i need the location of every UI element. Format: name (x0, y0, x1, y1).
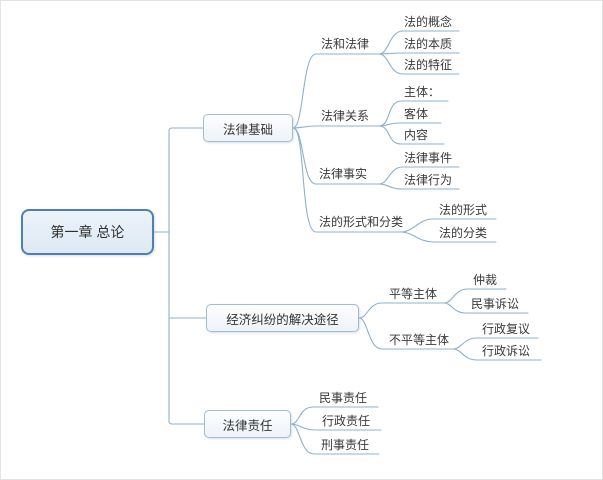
leaf-content[interactable]: 内容 (404, 128, 429, 142)
edge-admin-litigation (452, 348, 542, 361)
leaf-concept-of-law[interactable]: 法的概念 (404, 15, 453, 29)
edge-concept-of-law (378, 30, 460, 55)
edge-civil-litigation (443, 302, 529, 314)
subtopic-law-and-legislation[interactable]: 法和法律 (321, 37, 370, 51)
leaf-legal-acts[interactable]: 法律行为 (404, 173, 453, 187)
edge-features-of-law (378, 53, 460, 75)
trunk-lines (153, 127, 207, 425)
edge-object (378, 122, 442, 127)
edge-unequal-subjects (358, 317, 454, 350)
subtopic-legal-relations[interactable]: 法律关系 (321, 109, 370, 123)
subtopic-unequal-subjects[interactable]: 不平等主体 (389, 333, 450, 347)
subtopic-forms-and-classification[interactable]: 法的形式和分类 (319, 215, 404, 229)
topic-legal-liability[interactable]: 法律责任 (204, 410, 291, 438)
subtopic-equal-subjects[interactable]: 平等主体 (389, 287, 438, 301)
leaf-administrative-litigation[interactable]: 行政诉讼 (482, 344, 531, 358)
legal-basics-edges (292, 30, 497, 243)
leaf-forms-of-law[interactable]: 法的形式 (439, 203, 488, 217)
edge-arbitration (443, 288, 507, 304)
topic-legal-basics[interactable]: 法律基础 (203, 114, 293, 142)
subtopic-legal-facts[interactable]: 法律事实 (319, 167, 368, 181)
leaf-subject[interactable]: 主体： (404, 85, 441, 99)
edge-trunk (168, 127, 205, 425)
leaf-legal-events[interactable]: 法律事件 (404, 151, 453, 165)
edge-legal-relations (292, 125, 380, 129)
leaf-civil-liability[interactable]: 民事责任 (319, 391, 368, 405)
edge-forms-of-law (400, 218, 497, 233)
leaf-object[interactable]: 客体 (404, 107, 429, 121)
edge-forms-classification (292, 127, 402, 233)
edge-equal-subjects (358, 302, 445, 319)
leaf-features-of-law[interactable]: 法的特征 (404, 58, 453, 72)
dispute-resolution-edges (358, 288, 542, 361)
leaf-administrative-liability[interactable]: 行政责任 (322, 414, 371, 428)
edge-criminal-liability (290, 423, 380, 455)
edge-content (378, 125, 445, 145)
edge-subject (378, 100, 449, 127)
edge-admin-reconsideration (452, 337, 539, 350)
edge-essence-of-law (378, 52, 460, 55)
leaf-administrative-reconsideration[interactable]: 行政复议 (482, 322, 531, 336)
leaf-essence-of-law[interactable]: 法的本质 (404, 37, 453, 51)
leaf-classification-of-law[interactable]: 法的分类 (439, 226, 488, 240)
edge-civil-liability (290, 406, 379, 425)
leaf-arbitration[interactable]: 仲裁 (473, 273, 498, 287)
topic-dispute-resolution[interactable]: 经济纠纷的解决途径 (206, 304, 359, 332)
edge-classification-of-law (400, 231, 497, 243)
root-topic-chapter1[interactable]: 第一章 总论 (21, 209, 154, 255)
leaf-criminal-liability[interactable]: 刑事责任 (321, 438, 370, 452)
leaf-civil-litigation[interactable]: 民事诉讼 (471, 297, 520, 311)
edge-law-and-legislation (292, 53, 380, 129)
edge-administrative-liability (290, 423, 382, 431)
legal-liability-edges (290, 406, 382, 455)
edge-legal-acts (378, 183, 460, 190)
edge-legal-events (378, 166, 460, 185)
